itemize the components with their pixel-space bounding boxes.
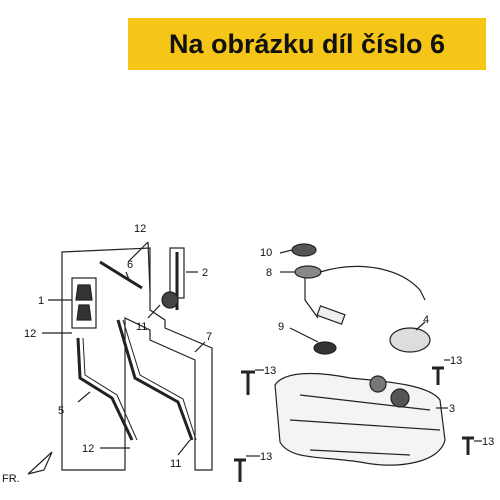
banner-title: Na obrázku díl číslo 6 <box>168 28 446 59</box>
part-number-banner-text: Na obrázku díl číslo 6 <box>128 18 486 70</box>
callout-4: 4 <box>423 314 429 326</box>
part-4-cap <box>389 327 431 353</box>
callout-5: 5 <box>58 405 64 417</box>
banner-bg <box>128 18 486 70</box>
part-6-rod <box>99 260 143 290</box>
callout-3: 3 <box>449 403 455 415</box>
part-1-valve <box>71 277 97 329</box>
callout-12b: 12 <box>24 328 36 340</box>
callout-13c: 13 <box>260 451 272 463</box>
part-3-fuel-tank <box>274 372 446 466</box>
part-8-sender <box>294 265 322 279</box>
callout-12a: 12 <box>134 223 146 235</box>
callout-11b: 11 <box>170 458 181 470</box>
callout-13d: 13 <box>482 436 494 448</box>
part-10-grommet <box>291 243 317 257</box>
callout-10: 10 <box>260 247 272 259</box>
callout-7: 7 <box>206 331 212 343</box>
callout-8: 8 <box>266 267 272 279</box>
callout-2: 2 <box>202 267 208 279</box>
callout-13a: 13 <box>264 365 276 377</box>
callout-6: 6 <box>127 259 133 271</box>
callout-13b: 13 <box>450 355 462 367</box>
callout-9: 9 <box>278 321 284 333</box>
part-9-seal <box>313 341 337 355</box>
callout-12c: 12 <box>82 443 94 455</box>
front-direction-label: FR. <box>2 473 20 485</box>
hose-assembly-outline <box>61 247 213 471</box>
callout-1: 1 <box>38 295 44 307</box>
callout-11a: 11 <box>136 321 147 333</box>
